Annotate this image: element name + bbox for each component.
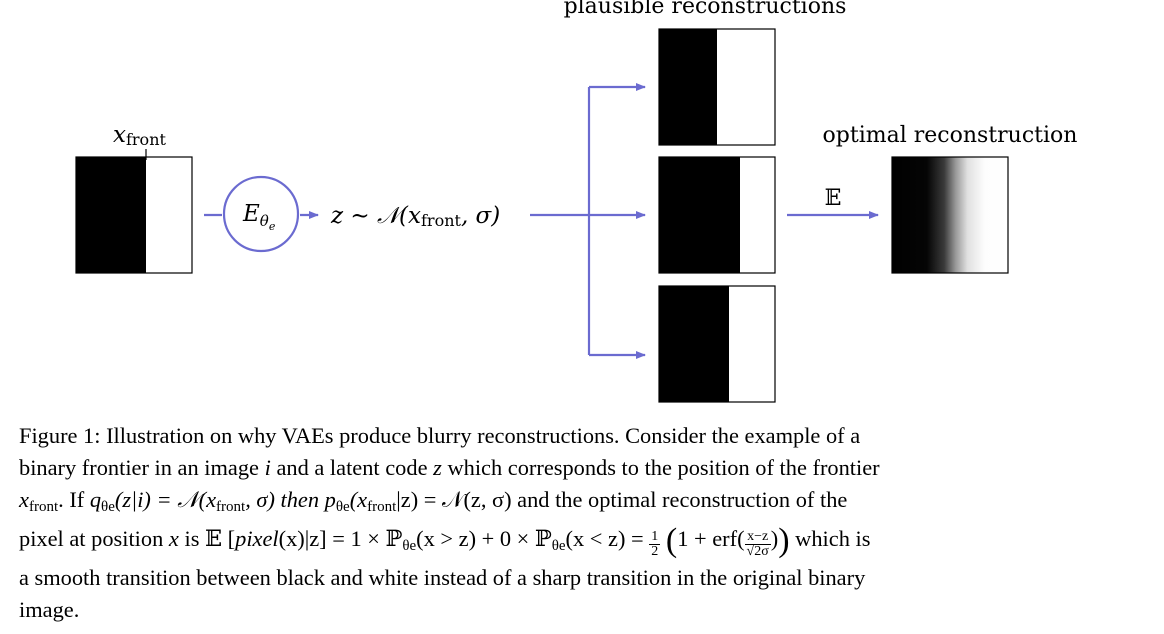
caption-line-1: Figure 1: Illustration on why VAEs produ… — [19, 423, 861, 448]
caption-fraction-erf: x−z√2σ — [744, 530, 771, 559]
input-label-sub: front — [126, 130, 167, 149]
latent-label-tail: , σ) — [461, 203, 500, 229]
caption-line-6: image. — [19, 597, 80, 622]
plausible-frame-3 — [658, 285, 776, 403]
caption-text: pixel at position — [19, 526, 164, 551]
encoder-label-sub: θ — [260, 212, 269, 230]
caption-sub: θe — [335, 499, 350, 515]
latent-label-main: z ∼ 𝒩(x — [330, 203, 421, 229]
plausible-image-1 — [658, 28, 776, 146]
caption-line-5: a smooth transition between black and wh… — [19, 565, 866, 590]
caption-line-3: xfront. If qθe(z|i) = 𝒩(xfront, σ) then … — [19, 484, 1151, 523]
caption-math: (x)|z] = 1 × ℙ — [278, 526, 403, 551]
latent-label-sub: front — [421, 211, 462, 230]
optimal-image — [891, 156, 1009, 274]
caption-var-i: i — [264, 455, 271, 480]
optimal-reconstruction-label: optimal reconstruction — [823, 123, 1078, 148]
plausible-frame-2 — [658, 156, 776, 274]
latent-distribution-label: z ∼ 𝒩(xfront, σ) — [330, 203, 500, 230]
caption-var-x: x — [168, 526, 179, 551]
plausible-frame-1 — [658, 28, 776, 146]
input-frame — [75, 156, 193, 274]
encoder-label-subsub: e — [269, 220, 276, 233]
branch-arrows — [530, 83, 646, 359]
vae-blur-diagram: plausible reconstructions xfront Eθe z ∼… — [75, 0, 1078, 403]
caption-line-2: binary frontier in an image i and a late… — [19, 452, 1151, 484]
fraction-numerator: x−z — [744, 530, 771, 545]
caption-math: (z|i) = 𝒩(x — [114, 487, 217, 512]
caption-text: and a latent code — [276, 455, 428, 480]
caption-sub: θe — [402, 538, 417, 554]
plausible-black-3 — [659, 286, 729, 402]
plausible-image-3 — [658, 285, 776, 403]
input-black-region — [76, 157, 146, 273]
optimal-blur-fill — [892, 157, 1008, 273]
caption-text: binary frontier in an image — [19, 455, 259, 480]
plausible-reconstructions-label: plausible reconstructions — [564, 0, 847, 19]
optimal-frame — [891, 156, 1009, 274]
encoder-label: Eθe — [242, 201, 276, 233]
caption-text: which corresponds to the position of the… — [447, 455, 880, 480]
input-image — [75, 149, 193, 274]
caption-text: . If — [58, 487, 85, 512]
caption-sub: front — [216, 499, 246, 515]
caption-text: |z) = 𝒩(z, σ) and the optimal reconstruc… — [396, 487, 848, 512]
encoder-circle — [222, 175, 300, 253]
plausible-image-2 — [658, 156, 776, 274]
caption-math: (x > z) + 0 × ℙ — [416, 526, 552, 551]
input-label-var: x — [113, 122, 126, 148]
caption-line-4: pixel at position x is 𝔼 [pixel(x)|z] = … — [19, 523, 1151, 562]
expectation-label: 𝔼 — [825, 186, 842, 211]
encoder-label-var: E — [242, 201, 260, 227]
caption-var-p: p — [324, 487, 336, 512]
caption-math: ) — [770, 526, 779, 551]
caption-text: which is — [795, 526, 871, 551]
caption-sub: front — [28, 499, 59, 515]
caption-math: (x < z) = — [565, 526, 644, 551]
plausible-black-2 — [659, 157, 740, 273]
plausible-reconstructions — [658, 28, 776, 403]
caption-sub: front — [367, 499, 397, 515]
fraction-denominator: 2 — [651, 544, 659, 559]
caption-sub: θe — [101, 499, 115, 515]
figure-caption: Figure 1: Illustration on why VAEs produ… — [19, 420, 1151, 626]
caption-var-q: q — [89, 487, 102, 512]
caption-math: (x — [349, 487, 368, 512]
open-paren: ( — [665, 522, 678, 559]
input-label: xfront — [113, 122, 166, 149]
caption-var-z: z — [433, 455, 442, 480]
fraction-numerator: 1 — [649, 529, 661, 545]
plausible-black-1 — [659, 29, 717, 145]
caption-sub: θe — [551, 538, 566, 554]
fraction-denominator: √2σ — [746, 544, 769, 559]
caption-pixel: pixel — [235, 526, 279, 551]
encoder-node: Eθe — [222, 175, 300, 253]
caption-math: 1 + erf( — [677, 526, 745, 551]
caption-var-x: x — [19, 487, 29, 512]
close-paren: ) — [778, 522, 790, 559]
caption-text: is 𝔼 [ — [184, 526, 236, 551]
caption-math: , σ) then — [245, 487, 320, 512]
